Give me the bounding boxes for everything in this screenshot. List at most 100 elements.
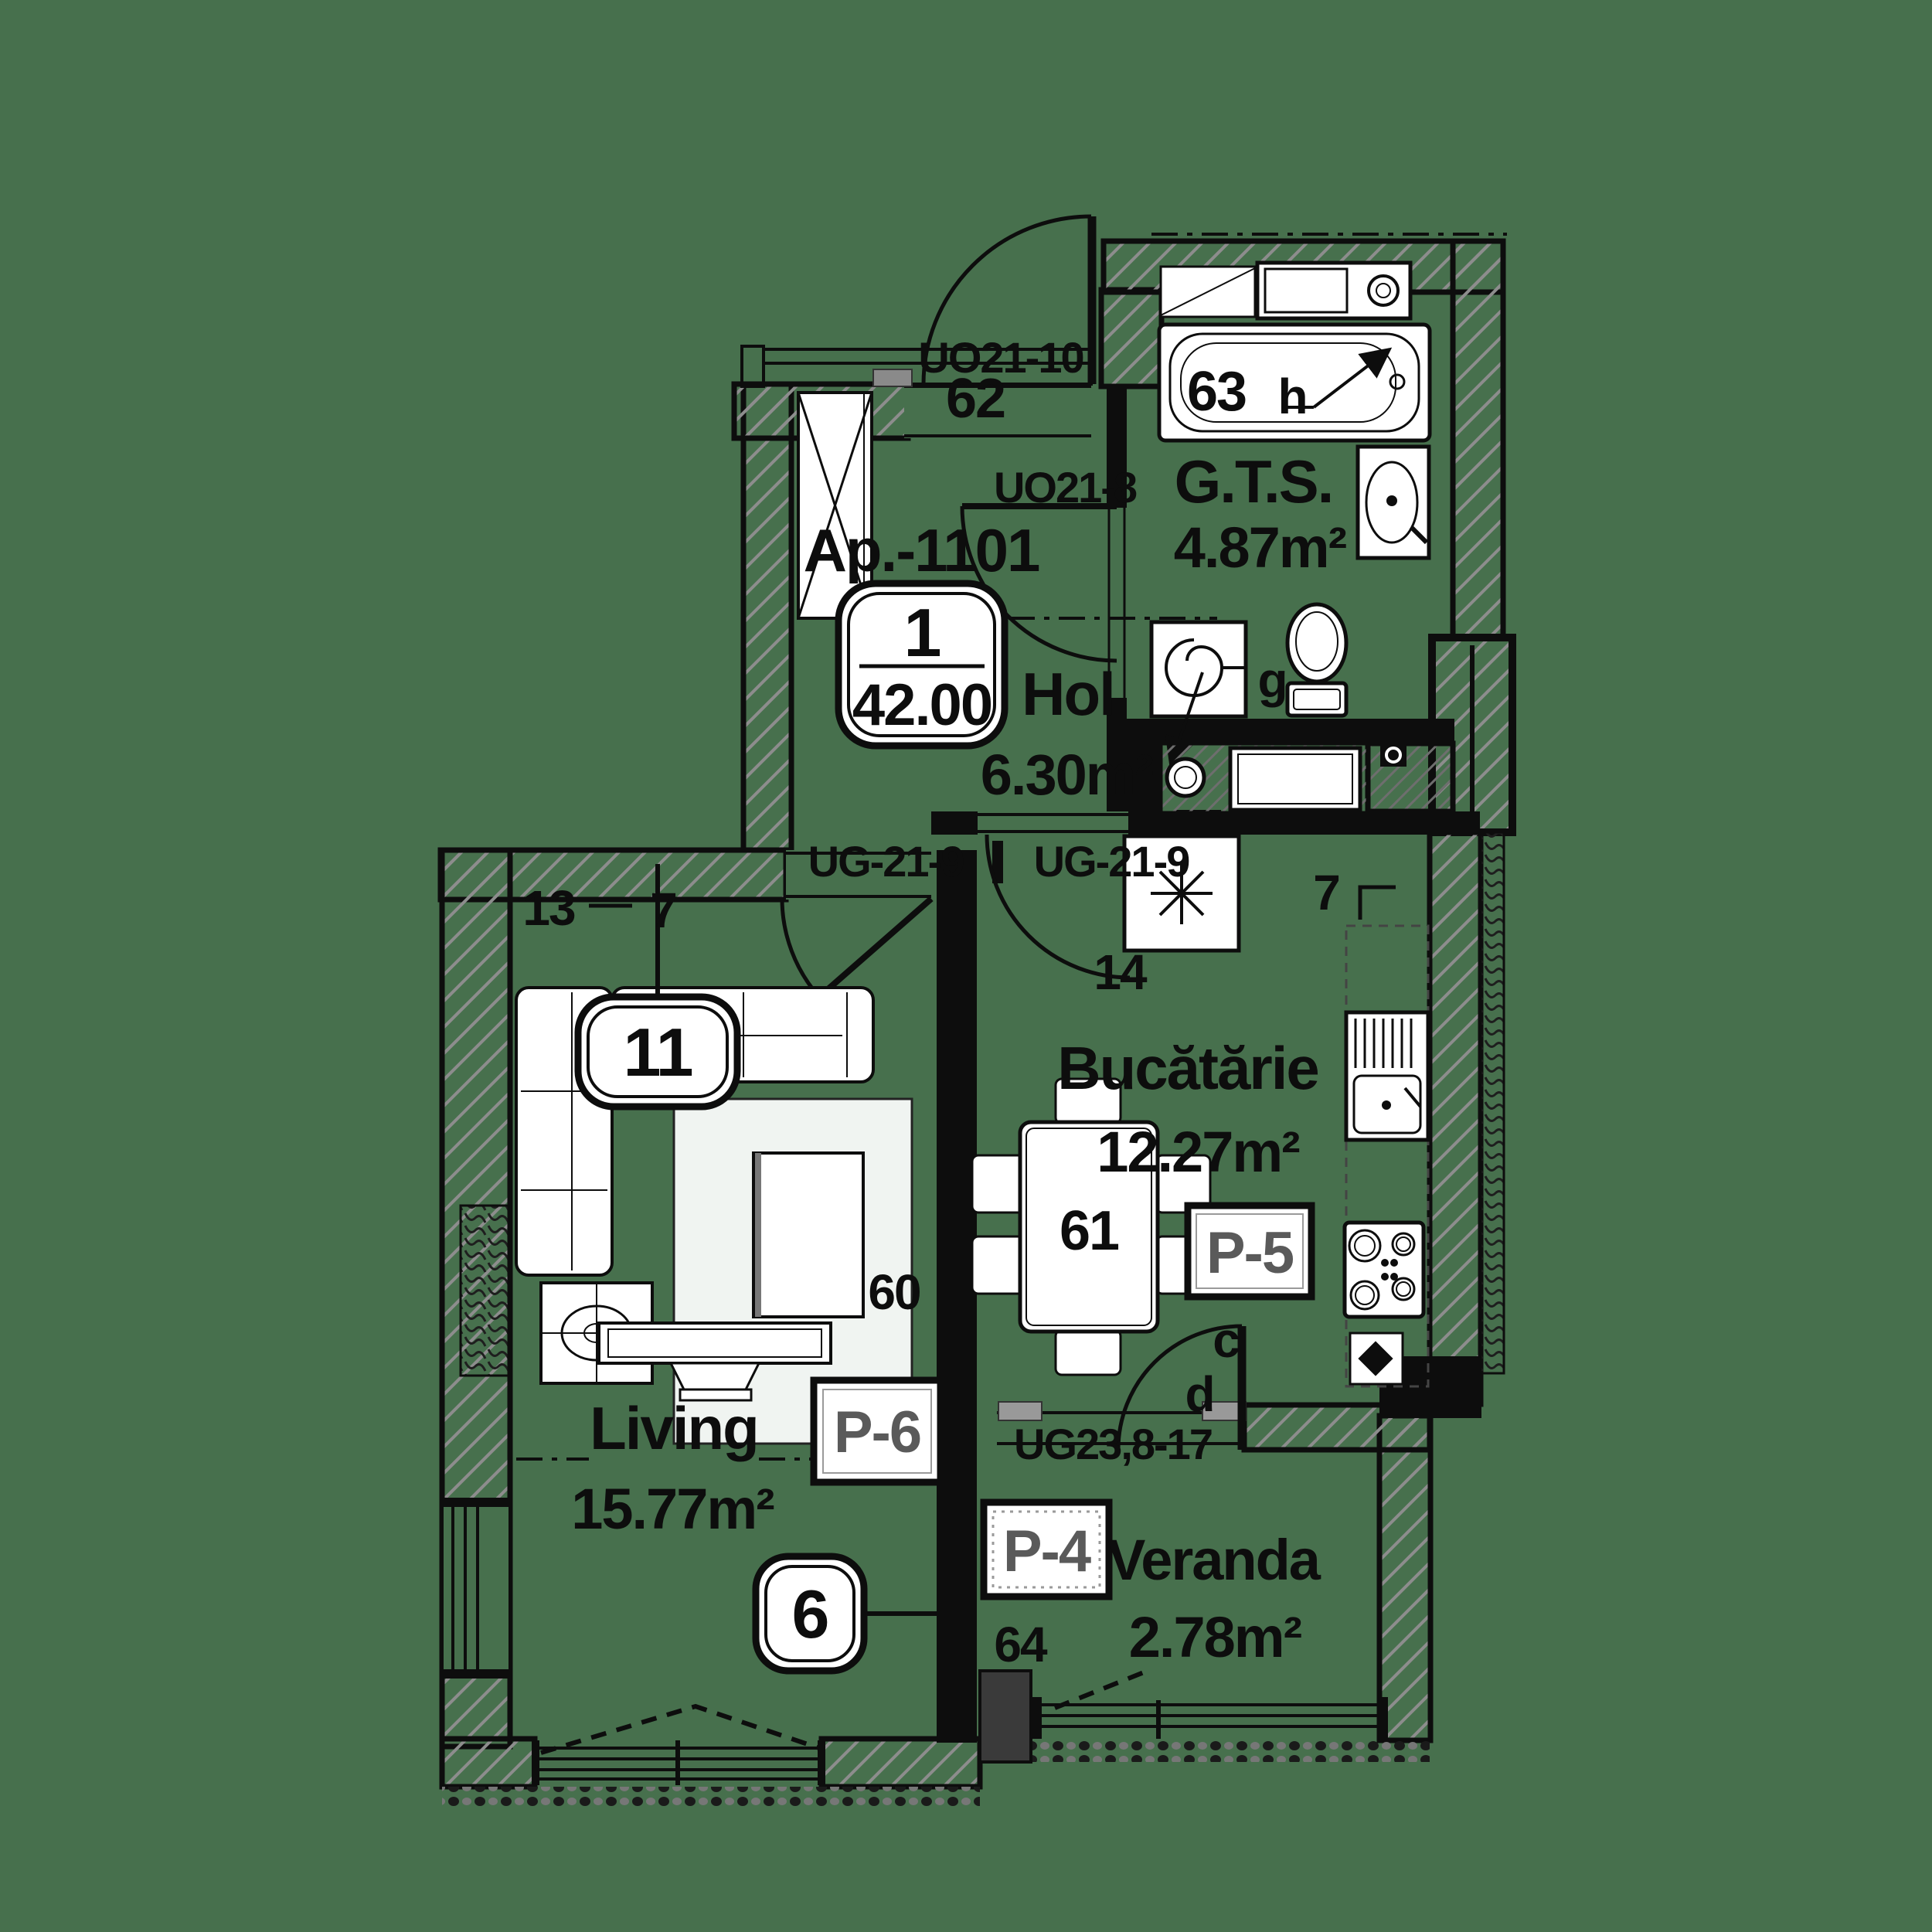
boiler: [1122, 834, 1241, 953]
window-badge-11-label: 11: [623, 1014, 692, 1090]
wall-number-7-living: 7: [650, 883, 676, 938]
door-code-entry: UO21-10: [918, 333, 1083, 382]
panel-badge-p6-label: P-6: [834, 1400, 920, 1465]
wall-bottom-mid-column: [818, 1736, 983, 1790]
panel-badge-p5-label: P-5: [1206, 1220, 1294, 1286]
dining-set: [971, 1077, 1212, 1376]
bath-sink: [1355, 444, 1431, 560]
kitchen-base-unit: [1349, 1332, 1404, 1386]
window-badge-6: 6: [752, 1553, 960, 1675]
room-name-kitchen: Bucătărie: [1057, 1034, 1318, 1102]
washing-machine: [1255, 260, 1413, 321]
wall-divider-bath-lower: [1107, 698, 1127, 721]
coffee-table: [752, 1151, 865, 1318]
wardrobe: [797, 391, 873, 620]
wall-divider-bath-upper: [1107, 384, 1127, 508]
wall-bath-jog: [1098, 287, 1165, 389]
door-letter-c: c: [1213, 1312, 1239, 1368]
window-veranda-bottom: [1042, 1667, 1377, 1739]
entry-landing: [740, 345, 1093, 388]
apartment-badge: 1 42.00: [835, 580, 1009, 750]
room-area-veranda: 2.78m²: [1129, 1605, 1302, 1669]
window-badge-11: 11: [574, 864, 741, 1111]
coil-strip-left: [459, 1204, 510, 1377]
kitchen-number-7: 7: [1313, 865, 1339, 920]
wall-number-60: 60: [868, 1264, 920, 1320]
shaft-duct: [1158, 741, 1370, 815]
stove: [1342, 1220, 1426, 1319]
door-veranda: [1116, 1324, 1247, 1451]
window-opening-dash: [540, 1703, 820, 1755]
wall-veranda-window-post-left: [1031, 1697, 1042, 1739]
room-name-hol: Hol: [1022, 660, 1114, 728]
wall-under-bath: [1107, 719, 1454, 743]
axis-lines: [516, 233, 1507, 1461]
toilet-letter: g: [1257, 652, 1286, 708]
boiler-asterisk: [1151, 862, 1213, 924]
wall-shaft-left-wedge: [1107, 743, 1161, 815]
windows: [444, 1498, 1377, 1785]
wc-cabinet: [1149, 620, 1248, 768]
panel-badge-p6: P-6: [810, 1376, 944, 1486]
boiler-number: 14: [1094, 944, 1148, 1000]
apartment-area-value: 42.00: [852, 672, 992, 738]
mullion-block: [978, 1669, 1032, 1764]
labels: UO21-10 62 Ap.-1101 UO21-8 G.T.S. 4.87m²…: [522, 333, 1348, 1672]
window-living-bottom: [535, 1703, 821, 1785]
tv-stand: [668, 1362, 761, 1393]
vent: [1165, 757, 1206, 798]
kitchen-sink: [1344, 1010, 1430, 1142]
wall-bottom-left-column: [439, 1736, 538, 1790]
panel-badge-p4-label: P-4: [1003, 1519, 1091, 1584]
door-clip-left: [998, 1401, 1043, 1421]
room-area-kitchen: 12.27m²: [1097, 1120, 1300, 1184]
panel-badge-p5: P-5: [1184, 1202, 1315, 1301]
tv-unit: [597, 1321, 832, 1402]
counter-dashed: [1345, 924, 1430, 1388]
door-frame-tick: [992, 841, 1003, 883]
dining-table: [1018, 1120, 1160, 1334]
window-living-left: [444, 1498, 509, 1679]
window-opening-dash: [1053, 1667, 1153, 1710]
kitchen-fixtures: [971, 834, 1430, 1388]
dots-band-left: [442, 1787, 980, 1810]
door-letter-d: d: [1185, 1366, 1213, 1422]
spiral: [1165, 638, 1224, 697]
wall-clip: [872, 369, 913, 387]
wall-bottom-window-post-left: [532, 1740, 539, 1785]
bathtub-number: 63: [1187, 361, 1246, 423]
bathtub-tap-leader: [1312, 347, 1393, 409]
door-code-veranda: UG23,8-17: [1014, 1420, 1212, 1468]
apartment-number: 1: [904, 594, 940, 671]
panel-badge-p4: P-4: [980, 1498, 1113, 1600]
walls-solid: [532, 384, 1481, 1785]
opening-bathroom: [1107, 508, 1127, 698]
door-entry: [921, 214, 1097, 385]
door-code-living: UG-21-9: [808, 837, 964, 886]
toilet: [1285, 602, 1349, 718]
dots-band-veranda: [981, 1740, 1430, 1762]
bathroom-fixtures: [1149, 260, 1432, 815]
wall-kitchen-right: [1427, 829, 1484, 1407]
wall-veranda-right: [1376, 1413, 1434, 1743]
door-living: [780, 896, 934, 1000]
bathtub-tap-letter: h: [1277, 369, 1306, 424]
wall-living-kitchen: [937, 850, 977, 1743]
room-area-gts: 4.87m²: [1174, 515, 1347, 580]
wall-number-13: 13: [522, 880, 575, 936]
kitchen-corner-bracket: [1358, 885, 1396, 920]
wall-textures: [442, 645, 1505, 1810]
coil-strip-right: [1479, 831, 1505, 1375]
room-area-hol: 6.30m²: [981, 743, 1154, 807]
veranda-number-64: 64: [994, 1617, 1048, 1672]
door-openings: [786, 384, 1247, 1447]
wall-bath-right: [1450, 238, 1506, 641]
bath-counter: [1159, 265, 1257, 318]
opening-living: [786, 850, 931, 900]
wall-hall-left: [740, 381, 794, 853]
shaft-valve-circle: [1385, 747, 1402, 764]
room-area-living: 15.77m²: [571, 1477, 774, 1541]
opening-kitchen: [978, 811, 1128, 835]
chair: [1054, 1328, 1122, 1376]
